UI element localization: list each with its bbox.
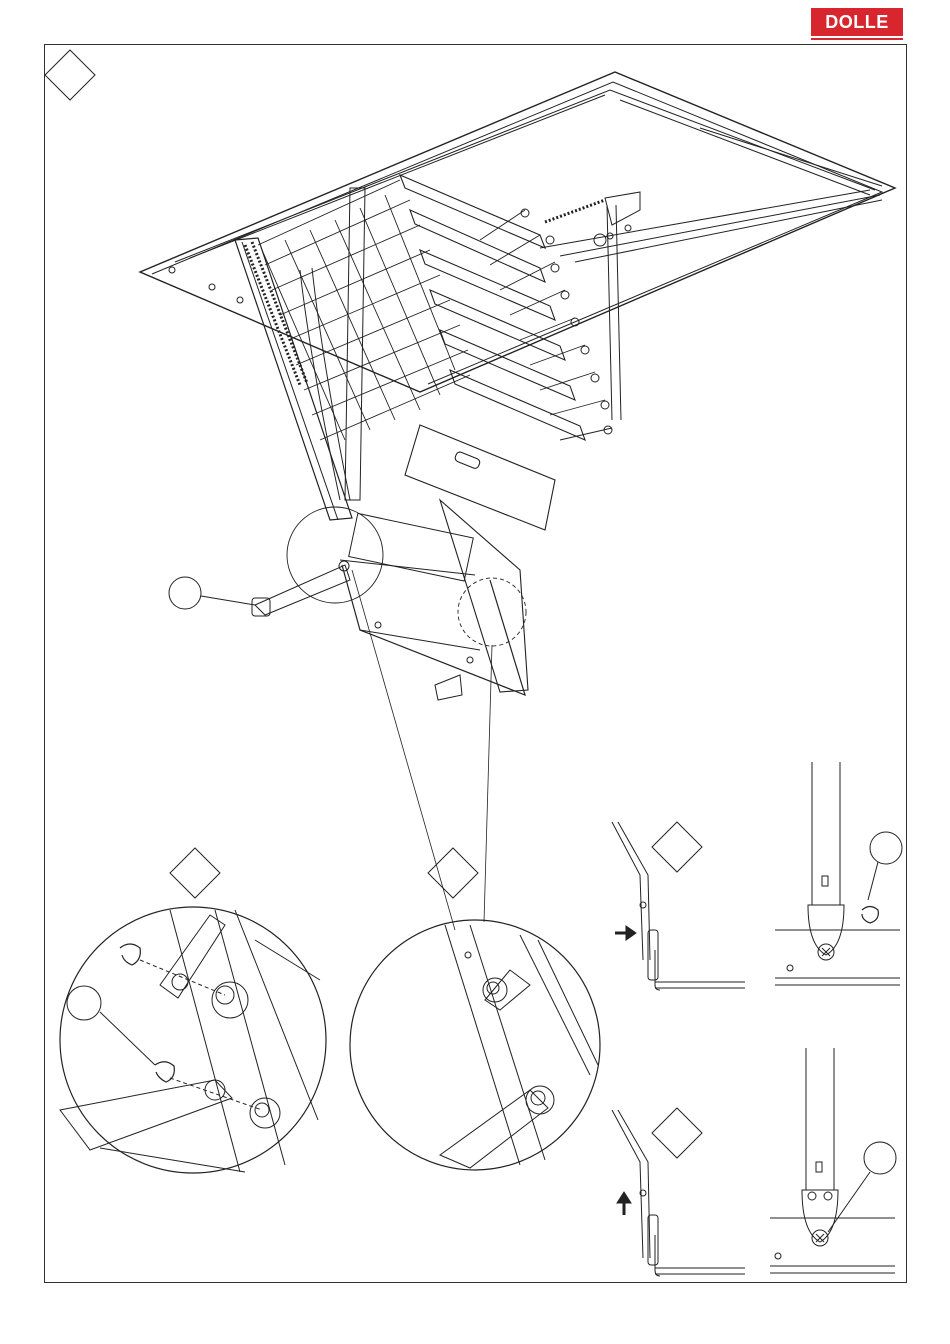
side-view-lower [612,1110,745,1276]
step-marker-detail-lower [652,1108,702,1158]
arrow-up-icon [617,1192,631,1215]
front-view-lower [770,1048,895,1273]
callout-front-upper [868,832,902,900]
detail-middle-circle [350,920,600,1170]
loft-ladder-main-view [140,72,895,700]
clip-icon [862,907,878,924]
detail-left-circle [60,907,326,1173]
front-view-upper [775,762,900,985]
step-marker-detail-upper [652,822,702,872]
side-view-upper [612,822,745,990]
step-marker-detail-left [170,848,220,898]
arrow-right-icon [615,926,636,940]
callout-main [169,577,255,609]
step-marker-detail-middle [428,848,478,898]
callout-detail-left [67,986,155,1065]
step-marker-main [45,50,95,100]
